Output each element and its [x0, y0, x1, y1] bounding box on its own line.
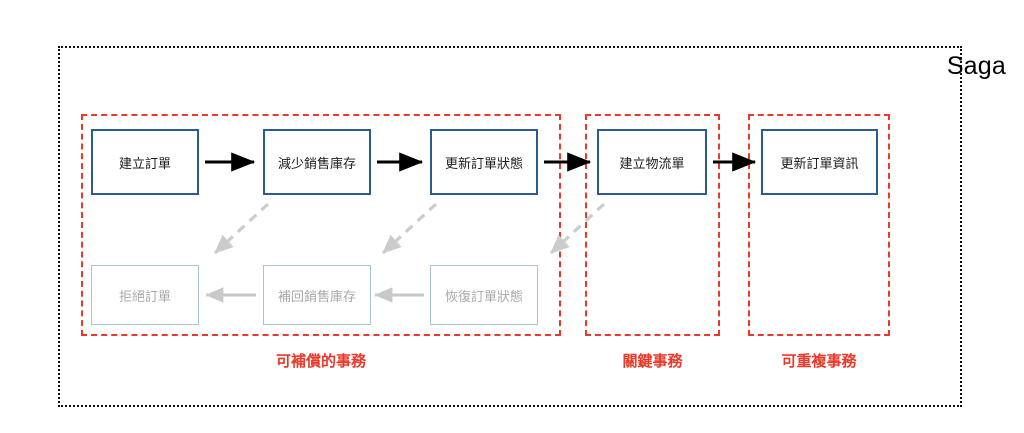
saga-title: Saga	[946, 52, 1006, 80]
compensating-step-revert-order-status[interactable]: 恢復訂單狀態	[430, 265, 538, 325]
step-update-order-info-label: 更新訂單資訊	[780, 155, 859, 171]
compensating-step-restore-stock[interactable]: 補回銷售庫存	[263, 265, 371, 325]
compensating-step-reject-order[interactable]: 拒絕訂單	[91, 265, 199, 325]
step-create-order[interactable]: 建立訂單	[91, 129, 199, 195]
step-reduce-stock[interactable]: 減少銷售庫存	[263, 129, 371, 195]
group-label-repeatable: 可重複事務	[781, 353, 857, 370]
saga-boundary	[58, 46, 962, 407]
group-label-critical: 關鍵事務	[622, 353, 683, 370]
group-repeatable-transactions	[748, 114, 890, 336]
compensating-step-restore-stock-label: 補回銷售庫存	[277, 288, 356, 304]
step-update-order-status-label: 更新訂單狀態	[444, 155, 523, 171]
compensating-step-reject-order-label: 拒絕訂單	[118, 288, 171, 304]
step-update-order-info[interactable]: 更新訂單資訊	[761, 129, 878, 195]
step-create-order-label: 建立訂單	[118, 155, 171, 171]
step-update-order-status[interactable]: 更新訂單狀態	[430, 129, 538, 195]
step-create-shipping-order[interactable]: 建立物流單	[597, 129, 707, 195]
compensating-step-revert-order-status-label: 恢復訂單狀態	[444, 288, 523, 304]
group-label-compensable: 可補償的事務	[275, 353, 366, 370]
step-reduce-stock-label: 減少銷售庫存	[277, 155, 356, 171]
step-create-shipping-order-label: 建立物流單	[619, 155, 685, 171]
